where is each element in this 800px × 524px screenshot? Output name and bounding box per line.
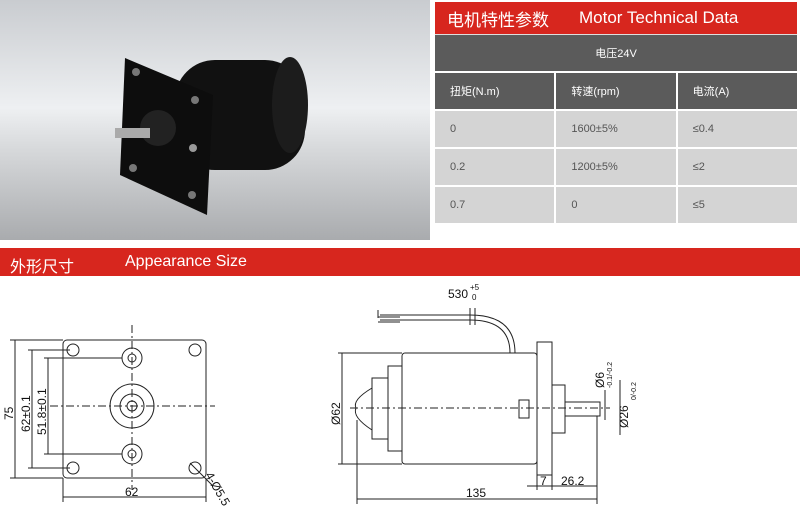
cell: 1600±5% xyxy=(554,111,676,147)
cell: ≤2 xyxy=(675,149,797,185)
shaft-tol: -0.1/-0.2 xyxy=(607,362,614,388)
cell: 0.7 xyxy=(435,187,555,223)
cell: 1200±5% xyxy=(554,149,676,185)
section-title-cn: 外形尺寸 xyxy=(10,259,75,276)
dim-shaft-length: 26.2 xyxy=(561,474,585,488)
col-current: 电流(A) xyxy=(675,73,797,109)
motor-photo xyxy=(0,0,430,240)
motor-image xyxy=(115,57,308,215)
cell: ≤0.4 xyxy=(675,111,797,147)
dimension-drawing: 75 62±0.1 51.8±0.1 62 4-Ø5.5 530 +5 0 Ø6… xyxy=(2,283,638,509)
cell: ≤5 xyxy=(675,187,797,223)
dim-holes: 4-Ø5.5 xyxy=(202,470,233,509)
front-view: 75 62±0.1 51.8±0.1 62 4-Ø5.5 xyxy=(2,325,233,509)
boss-tol: 0/-0.2 xyxy=(631,382,638,400)
lead-tol-low: 0 xyxy=(472,293,477,302)
side-view: 530 +5 0 Ø62 Ø6 -0.1/-0.2 Ø26 0/-0.2 135… xyxy=(329,283,638,504)
dim-width: 62 xyxy=(125,485,139,499)
table-title: 电机特性参数 Motor Technical Data xyxy=(435,2,797,34)
title-cn: 电机特性参数 xyxy=(447,10,549,30)
section-title-en: Appearance Size xyxy=(125,253,247,270)
title-en: Motor Technical Data xyxy=(579,8,739,27)
section-header: 外形尺寸 Appearance Size xyxy=(0,248,800,276)
cell: 0.2 xyxy=(435,149,555,185)
motor-data-table: 电机特性参数 Motor Technical Data 电压24V 扭矩(N.m)… xyxy=(435,2,797,223)
lead-tol-up: +5 xyxy=(470,283,480,292)
cell: 0 xyxy=(435,111,555,147)
dim-inner: 51.8±0.1 xyxy=(35,388,49,435)
dim-shaft-dia: Ø6 xyxy=(593,372,607,388)
dim-boss-dia: Ø26 xyxy=(617,405,631,428)
dim-flange: 7 xyxy=(540,474,547,488)
dim-total-length: 135 xyxy=(466,486,486,500)
dim-height: 75 xyxy=(2,406,16,420)
dim-lead-length: 530 xyxy=(448,287,468,301)
dim-body-dia: Ø62 xyxy=(329,402,343,425)
col-torque: 扭矩(N.m) xyxy=(435,73,555,109)
col-speed: 转速(rpm) xyxy=(554,73,676,109)
voltage-row: 电压24V xyxy=(435,34,797,71)
dim-hole-spacing: 62±0.1 xyxy=(19,395,33,432)
header-row: 扭矩(N.m) 转速(rpm) 电流(A) xyxy=(435,71,797,109)
cell: 0 xyxy=(554,187,676,223)
